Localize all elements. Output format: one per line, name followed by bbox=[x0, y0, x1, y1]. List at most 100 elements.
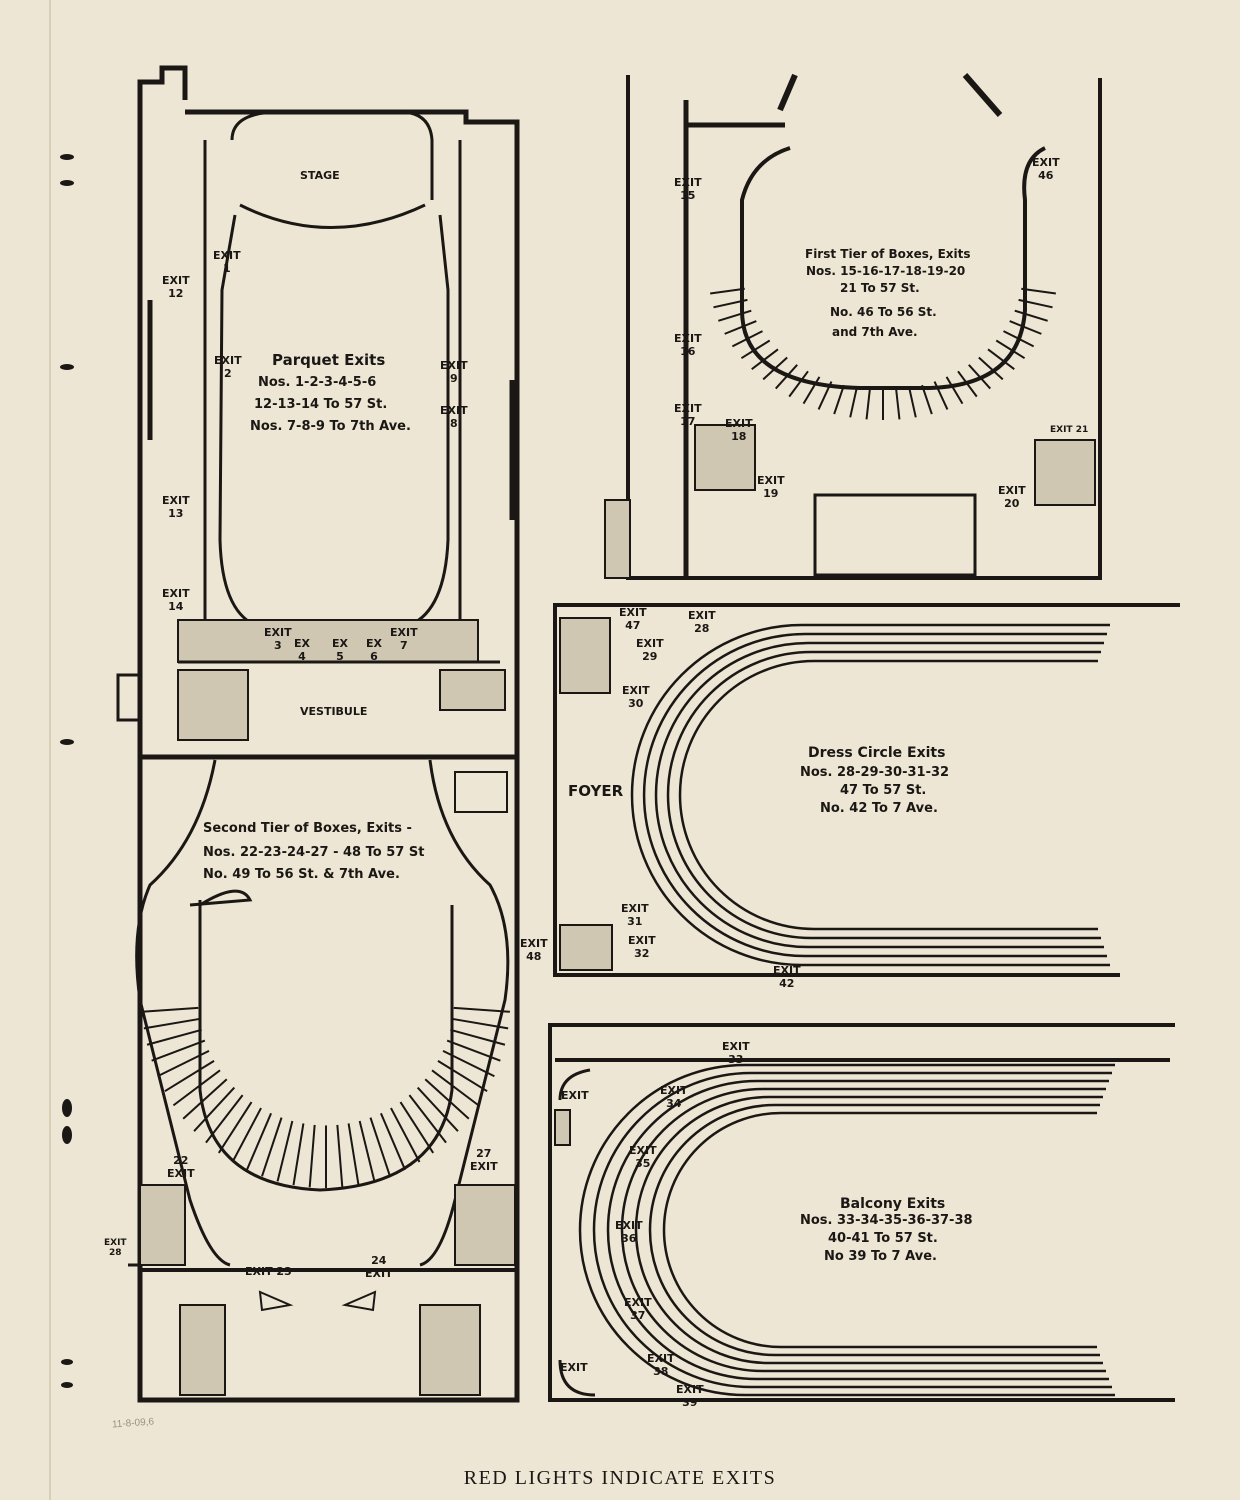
binding-holes bbox=[49, 0, 74, 1500]
box-divider bbox=[142, 1006, 199, 1013]
box-divider bbox=[740, 339, 771, 360]
box-divider bbox=[713, 298, 748, 309]
box-divider bbox=[205, 1094, 244, 1144]
box-divider bbox=[172, 1069, 221, 1107]
exit-24: 24 EXIT bbox=[365, 1254, 393, 1280]
box-divider bbox=[908, 387, 917, 418]
box-divider bbox=[968, 364, 992, 390]
exit-38: EXIT 38 bbox=[647, 1352, 675, 1378]
exit-39: EXIT 39 bbox=[676, 1383, 704, 1409]
seating-row bbox=[662, 1111, 1097, 1349]
box-divider bbox=[164, 1059, 215, 1093]
exit-46: EXIT 46 bbox=[1032, 156, 1060, 182]
exit-28: EXIT 28 bbox=[688, 609, 716, 635]
exit-48: EXIT 48 bbox=[520, 937, 548, 963]
seating-row bbox=[654, 641, 1104, 949]
box-divider bbox=[833, 384, 845, 415]
box-divider bbox=[437, 1059, 488, 1093]
box-divider bbox=[978, 356, 1004, 381]
box-divider bbox=[151, 1039, 206, 1062]
exit-21: EXIT 21 bbox=[1050, 425, 1089, 435]
box-divider bbox=[751, 348, 779, 370]
box-divider bbox=[431, 1069, 480, 1107]
box-divider bbox=[921, 384, 933, 415]
dress-circle-plan bbox=[553, 603, 1180, 977]
box-divider bbox=[358, 1120, 376, 1182]
exit-balcony-lower: EXIT bbox=[560, 1361, 588, 1374]
footer-caption: RED LIGHTS INDICATE EXITS bbox=[463, 1467, 777, 1489]
seating-row bbox=[678, 659, 1098, 931]
box-divider bbox=[1003, 330, 1035, 348]
exit-32: EXIT 32 bbox=[628, 934, 656, 960]
exit-17: EXIT 17 bbox=[674, 402, 702, 428]
seating-row bbox=[642, 632, 1107, 958]
exit-35: EXIT 35 bbox=[629, 1144, 657, 1170]
exit-22: 22 EXIT bbox=[167, 1154, 195, 1180]
box-divider bbox=[849, 387, 858, 418]
second-tier-line2: No. 49 To 56 St. & 7th Ave. bbox=[203, 867, 400, 882]
second-tier-title: Second Tier of Boxes, Exits - bbox=[203, 821, 412, 836]
box-divider bbox=[731, 330, 763, 348]
dress-circle-line1: Nos. 28-29-30-31-32 bbox=[800, 765, 950, 780]
second-tier-plan bbox=[128, 757, 520, 1403]
box-divider bbox=[450, 1028, 506, 1046]
parquet-line2: 12-13-14 To 57 St. bbox=[254, 397, 388, 412]
balcony-line1: Nos. 33-34-35-36-37-38 bbox=[800, 1213, 973, 1228]
box-divider bbox=[416, 1086, 459, 1132]
box-divider bbox=[1009, 320, 1042, 335]
first-tier-plan bbox=[604, 73, 1102, 580]
box-divider bbox=[957, 370, 978, 398]
exit-5: EX 5 bbox=[332, 637, 348, 663]
exit-36: EXIT 36 bbox=[615, 1219, 643, 1245]
parquet-line1: Nos. 1-2-3-4-5-6 bbox=[258, 375, 377, 390]
box-divider bbox=[446, 1039, 501, 1062]
box-divider bbox=[182, 1078, 228, 1120]
exit-37: EXIT 37 bbox=[624, 1296, 652, 1322]
dress-circle-title: Dress Circle Exits bbox=[808, 745, 946, 761]
box-divider bbox=[336, 1124, 344, 1188]
exit-balcony-upper: EXIT bbox=[561, 1089, 589, 1102]
seating-row bbox=[592, 1071, 1112, 1389]
box-divider bbox=[788, 370, 809, 398]
dress-circle-line3: No. 42 To 7 Ave. bbox=[820, 801, 938, 816]
box-divider bbox=[442, 1049, 495, 1078]
seating-row bbox=[648, 1103, 1100, 1357]
exit-28-lower: EXIT 28 bbox=[104, 1238, 127, 1259]
exit-42: EXIT 42 bbox=[773, 964, 801, 990]
exit-9: EXIT 9 bbox=[440, 359, 468, 385]
vestibule-label: VESTIBULE bbox=[300, 705, 368, 718]
exit-18: EXIT 18 bbox=[725, 417, 753, 443]
stage-label: STAGE bbox=[300, 169, 340, 182]
foyer-label: FOYER bbox=[568, 782, 624, 800]
box-divider bbox=[146, 1028, 202, 1046]
exit-30: EXIT 30 bbox=[622, 684, 650, 710]
exit-8: EXIT 8 bbox=[440, 404, 468, 430]
exit-27: 27 EXIT bbox=[470, 1147, 498, 1173]
second-tier-line1: Nos. 22-23-24-27 - 48 To 57 St bbox=[203, 845, 425, 860]
box-divider bbox=[424, 1078, 470, 1120]
box-divider bbox=[987, 348, 1015, 370]
box-divider bbox=[933, 381, 949, 410]
exit-1: EXIT 1 bbox=[213, 249, 241, 275]
box-divider bbox=[774, 364, 798, 390]
box-divider bbox=[390, 1107, 421, 1163]
seating-row bbox=[606, 1079, 1109, 1381]
balcony-line3: No 39 To 7 Ave. bbox=[824, 1249, 937, 1264]
dress-circle-line2: 47 To 57 St. bbox=[840, 783, 927, 798]
box-divider bbox=[718, 309, 752, 322]
parquet-line3: Nos. 7-8-9 To 7th Ave. bbox=[250, 419, 411, 434]
exit-14: EXIT 14 bbox=[162, 587, 190, 613]
box-divider bbox=[261, 1117, 283, 1177]
seating-row bbox=[666, 650, 1101, 940]
box-divider bbox=[995, 339, 1026, 360]
exit-15: EXIT 15 bbox=[674, 176, 702, 202]
box-divider bbox=[347, 1123, 360, 1186]
box-divider bbox=[865, 389, 871, 420]
exit-2: EXIT 2 bbox=[214, 354, 242, 380]
balcony-line2: 40-41 To 57 St. bbox=[828, 1231, 938, 1246]
seating-row bbox=[630, 623, 1110, 967]
box-divider bbox=[452, 1017, 509, 1030]
parquet-title: Parquet Exits bbox=[272, 351, 386, 369]
box-divider bbox=[762, 356, 788, 381]
